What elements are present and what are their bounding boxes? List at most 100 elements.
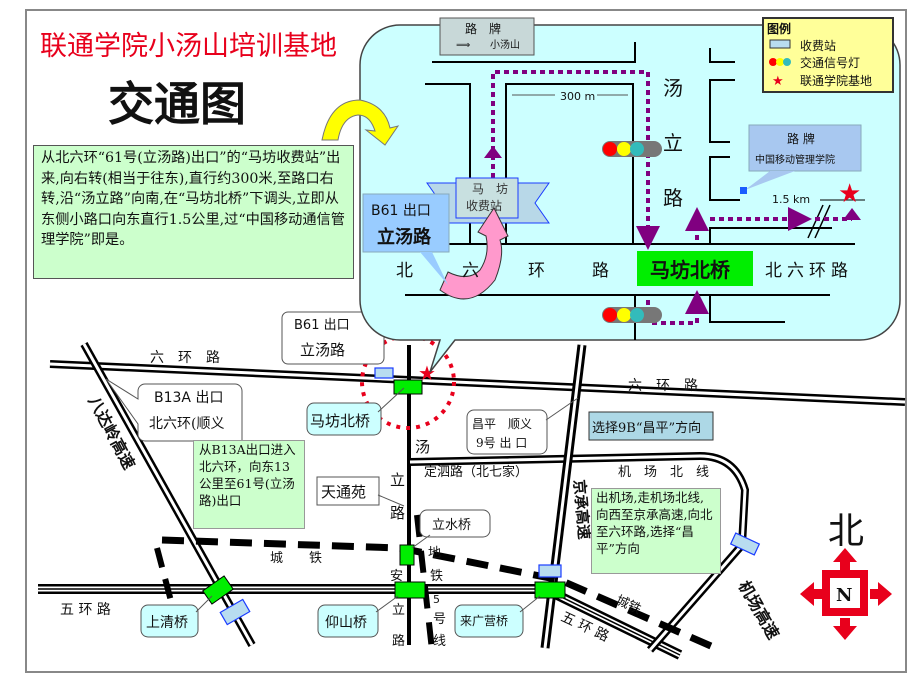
ring-right-label: 北六环路 bbox=[765, 261, 853, 281]
lishui-bridge-marker bbox=[399, 544, 415, 566]
subway-line-5 bbox=[414, 514, 435, 651]
b61-road-label: 立汤路 bbox=[300, 341, 345, 359]
road-sign-cmcc: 路 牌 中国移动管理学院 bbox=[740, 124, 862, 194]
page-subtitle: 交通图 bbox=[108, 77, 246, 131]
legend-toll: 收费站 bbox=[800, 39, 836, 53]
star-icon: ★ bbox=[772, 74, 784, 89]
anli-char: 路 bbox=[392, 633, 405, 649]
tangli-char: 立 bbox=[390, 471, 405, 489]
directions-b13a-note: 从B13A出口进入北六环，向东13公里至61号(立汤路)出口 bbox=[193, 440, 305, 529]
ring-char: 六 bbox=[462, 261, 479, 281]
compass-icon: 北 N bbox=[800, 511, 892, 640]
subway-char: 号 bbox=[433, 612, 446, 627]
laiguangying-bridge-label: 来广营桥 bbox=[460, 614, 508, 628]
callout-yangshan-bridge: 仰山桥 bbox=[317, 595, 399, 638]
yangshan-bridge-label: 仰山桥 bbox=[325, 615, 367, 631]
legend-base: 联通学院基地 bbox=[800, 73, 872, 88]
inset-map: 300 m 1.5 km 路 牌 ⟹ 小汤山 马 坊 收费站 bbox=[359, 17, 901, 373]
airport-expressway-label: 机场高速 bbox=[735, 578, 783, 643]
compass-n-label: N bbox=[836, 585, 852, 606]
road-sign-xiaotangshan: 路 牌 ⟹ 小汤山 bbox=[439, 17, 535, 56]
yangshan-bridge-marker bbox=[394, 581, 426, 599]
shangqing-bridge-label: 上清桥 bbox=[146, 615, 188, 631]
directions-main-text: 从北六环“61号(立汤路)出口”的“马坊收费站”出来,向右转(相当于往东),直行… bbox=[41, 150, 345, 249]
b61-road-label: 立汤路 bbox=[377, 226, 432, 248]
sign-title: 路 牌 bbox=[787, 131, 815, 146]
tangli-char: 汤 bbox=[415, 438, 430, 456]
directions-airport-text: 出机场,走机场北线,向西至京承高速,向北至六环路,选择“昌平”方向 bbox=[596, 490, 713, 556]
callout-mafang-bridge: 马坊北桥 bbox=[306, 387, 405, 436]
toll-station-icon bbox=[374, 367, 394, 379]
callout-b61: B61 出口 立汤路 bbox=[281, 311, 385, 365]
tangli-char: 路 bbox=[663, 186, 683, 210]
u-turn-arrow-icon bbox=[439, 207, 509, 300]
distance-300m-label: 300 m bbox=[560, 90, 595, 103]
sign-text: 中国移动管理学院 bbox=[755, 153, 835, 166]
city-rail-line bbox=[161, 536, 722, 654]
changping-exit-label: 昌平 顺义 bbox=[472, 417, 532, 431]
tangli-char: 路 bbox=[390, 504, 405, 522]
directions-airport-note: 出机场,走机场北线,向西至京承高速,向北至六环路,选择“昌平”方向 bbox=[591, 488, 721, 574]
tiantongyuan-label: 天通苑 bbox=[321, 483, 366, 501]
callout-shangqing-bridge: 上清桥 bbox=[140, 595, 213, 638]
callout-b13a: B13A 出口 北六环(顺义 bbox=[105, 378, 243, 442]
distance-1-5km-label: 1.5 km bbox=[772, 193, 810, 206]
ring6-label: 六 环 路 bbox=[150, 350, 220, 366]
ring-char: 北 bbox=[396, 261, 413, 281]
mafang-toll-station: 马 坊 收费站 bbox=[426, 177, 550, 224]
lower-map: ★ 六 环 路 六 环 路 五 环 路 五 环 路 八达岭高速 定泗路（北七家）… bbox=[38, 311, 906, 660]
ring6-label: 六 环 路 bbox=[628, 378, 698, 394]
base-star-icon: ★ bbox=[838, 179, 861, 209]
subway-char: 5 bbox=[433, 593, 440, 606]
b13a-road-label: 北六环(顺义 bbox=[149, 416, 224, 432]
dingsi-label: 定泗路（北七家） bbox=[424, 464, 528, 480]
jingcheng-label: 京承高速 bbox=[570, 479, 593, 540]
lishui-bridge-label: 立水桥 bbox=[432, 518, 471, 533]
city-rail-branch bbox=[154, 547, 179, 621]
airport-north-line bbox=[409, 451, 750, 653]
legend-signal: 交通信号灯 bbox=[800, 55, 860, 70]
toll-station-icon bbox=[538, 564, 562, 578]
b61-exit-label: B61 出口 bbox=[294, 318, 350, 333]
ring6-road bbox=[49, 360, 906, 406]
ring-char: 路 bbox=[592, 261, 609, 281]
chengtie-label: 城 铁 bbox=[270, 551, 322, 566]
toll-station-icon bbox=[769, 39, 791, 49]
airport-north-label: 机 场 北 线 bbox=[618, 465, 709, 480]
page-title: 联通学院小汤山培训基地 bbox=[40, 31, 337, 62]
traffic-signal-icon bbox=[602, 141, 662, 157]
callout-lishui-bridge: 立水桥 bbox=[411, 509, 491, 549]
mafang-bridge-label: 马坊北桥 bbox=[310, 412, 370, 430]
ring-char: 环 bbox=[528, 261, 545, 281]
callout-tiantongyuan: 天通苑 bbox=[316, 476, 405, 507]
toll-station-icon bbox=[729, 532, 761, 556]
toll-name: 马 坊 bbox=[472, 181, 508, 196]
ring5-label: 五 环 路 bbox=[60, 602, 111, 618]
subway-char: 铁 bbox=[430, 569, 443, 584]
anli-char: 安 bbox=[390, 569, 403, 584]
callout-laiguangying-bridge: 来广营桥 bbox=[454, 595, 541, 638]
tangli-char: 汤 bbox=[663, 76, 683, 100]
changping-exit-number: 9号 出 口 bbox=[476, 436, 527, 450]
select-9b-note: 选择9B“昌平”方向 bbox=[588, 411, 714, 441]
subway-char: 地 bbox=[428, 546, 441, 561]
callout-changping-exit: 昌平 顺义 9号 出 口 bbox=[466, 397, 579, 455]
legend: 图例 收费站 交通信号灯 ★ 联通学院基地 bbox=[762, 17, 894, 93]
select-9b-label: 选择9B“昌平”方向 bbox=[592, 420, 701, 436]
b61-exit-callout: B61 出口 立汤路 bbox=[362, 193, 450, 285]
sign-title: 路 牌 bbox=[465, 21, 501, 36]
toll-label: 收费站 bbox=[466, 199, 502, 213]
laiguangying-bridge-marker bbox=[534, 581, 566, 599]
north-label: 北 bbox=[828, 511, 864, 552]
mafang-bridge-box bbox=[637, 251, 753, 286]
sign-direction: 小汤山 bbox=[490, 38, 520, 51]
highlight-circle bbox=[360, 334, 456, 430]
legend-title: 图例 bbox=[767, 21, 791, 36]
anli-char: 立 bbox=[392, 603, 405, 618]
traffic-signal-icon bbox=[769, 58, 791, 66]
curved-arrow-icon bbox=[321, 99, 400, 146]
traffic-signal-icon bbox=[602, 307, 662, 323]
b13a-exit-label: B13A 出口 bbox=[154, 390, 223, 406]
